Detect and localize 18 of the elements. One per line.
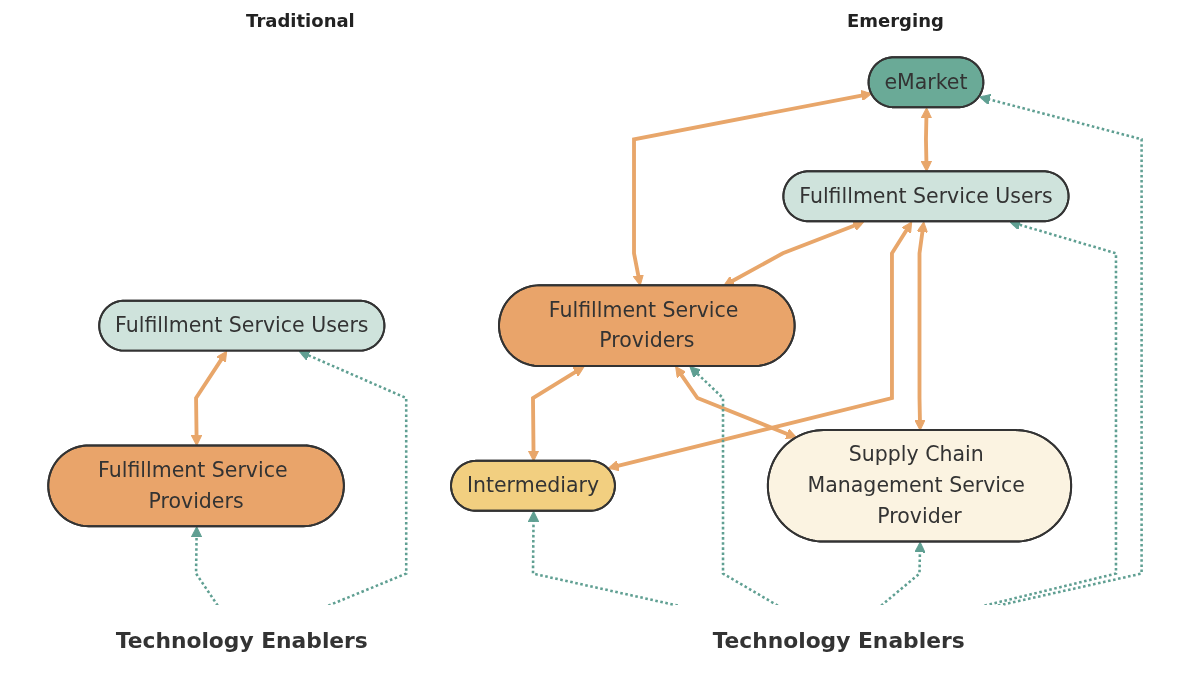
arrow xyxy=(191,350,228,446)
arrow xyxy=(527,510,679,607)
section-heading: Emerging xyxy=(847,9,944,31)
arrow xyxy=(880,541,926,607)
arrow xyxy=(979,93,1143,607)
arrow xyxy=(607,220,913,471)
arrow xyxy=(632,89,873,286)
section-heading: Traditional xyxy=(246,9,355,31)
arrow xyxy=(675,365,798,439)
arrow xyxy=(723,219,865,286)
arrow xyxy=(920,106,933,172)
arrow xyxy=(527,365,585,461)
arrow xyxy=(298,349,408,607)
arrow xyxy=(689,365,779,607)
arrow xyxy=(914,220,929,431)
arrow xyxy=(191,525,219,606)
node-text: Technology Enablers xyxy=(115,626,368,653)
node-text: Technology Enablers xyxy=(712,626,965,653)
